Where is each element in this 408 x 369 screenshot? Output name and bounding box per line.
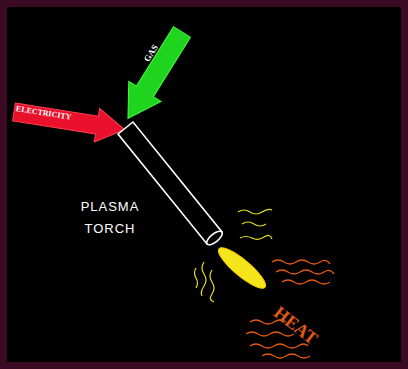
gas-arrow: [112, 22, 198, 129]
plasma-flame: [214, 243, 270, 294]
torch-label: PLASMA TORCH: [68, 196, 152, 240]
heat-waves: [246, 260, 334, 358]
electricity-arrow: [11, 95, 127, 146]
heat-squiggles: [195, 209, 273, 302]
black-ground: [7, 7, 401, 362]
